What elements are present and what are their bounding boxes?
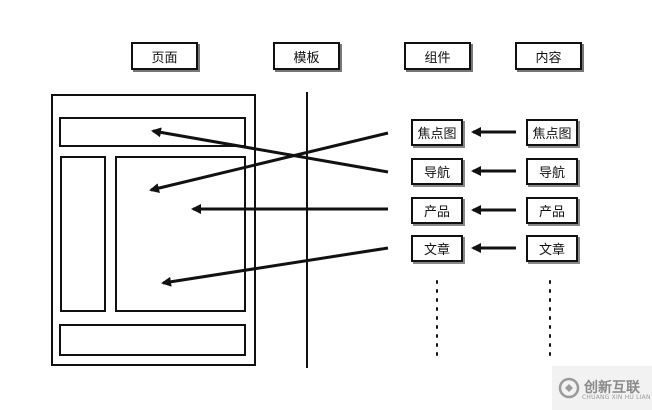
page-main-block: [115, 156, 246, 312]
header-page: 页面: [131, 42, 198, 70]
component-focus: 焦点图: [411, 119, 463, 146]
header-content: 内容: [515, 42, 582, 70]
header-component: 组件: [404, 42, 471, 70]
watermark-text: 创新互联: [584, 380, 640, 396]
watermark-logo-icon: [558, 377, 580, 399]
component-product: 产品: [411, 197, 463, 224]
component-nav: 导航: [411, 158, 463, 185]
content-focus: 焦点图: [526, 119, 578, 146]
arrow-article-to-main: [161, 246, 389, 287]
page-sidebar-block: [60, 156, 106, 312]
content-product: 产品: [526, 197, 578, 224]
arrow-focus-to-main: [149, 131, 389, 193]
watermark-subtext: CHUANG XIN HU LIAN: [582, 394, 651, 401]
content-article: 文章: [526, 235, 578, 262]
component-article: 文章: [411, 235, 463, 262]
page-header-block: [59, 117, 246, 147]
page-footer-block: [59, 324, 246, 356]
header-template: 模板: [273, 42, 340, 70]
page-frame: [51, 94, 256, 366]
watermark: 创新互联 CHUANG XIN HU LIAN: [552, 366, 652, 410]
arrow-nav-to-header: [151, 127, 389, 174]
content-nav: 导航: [526, 158, 578, 185]
